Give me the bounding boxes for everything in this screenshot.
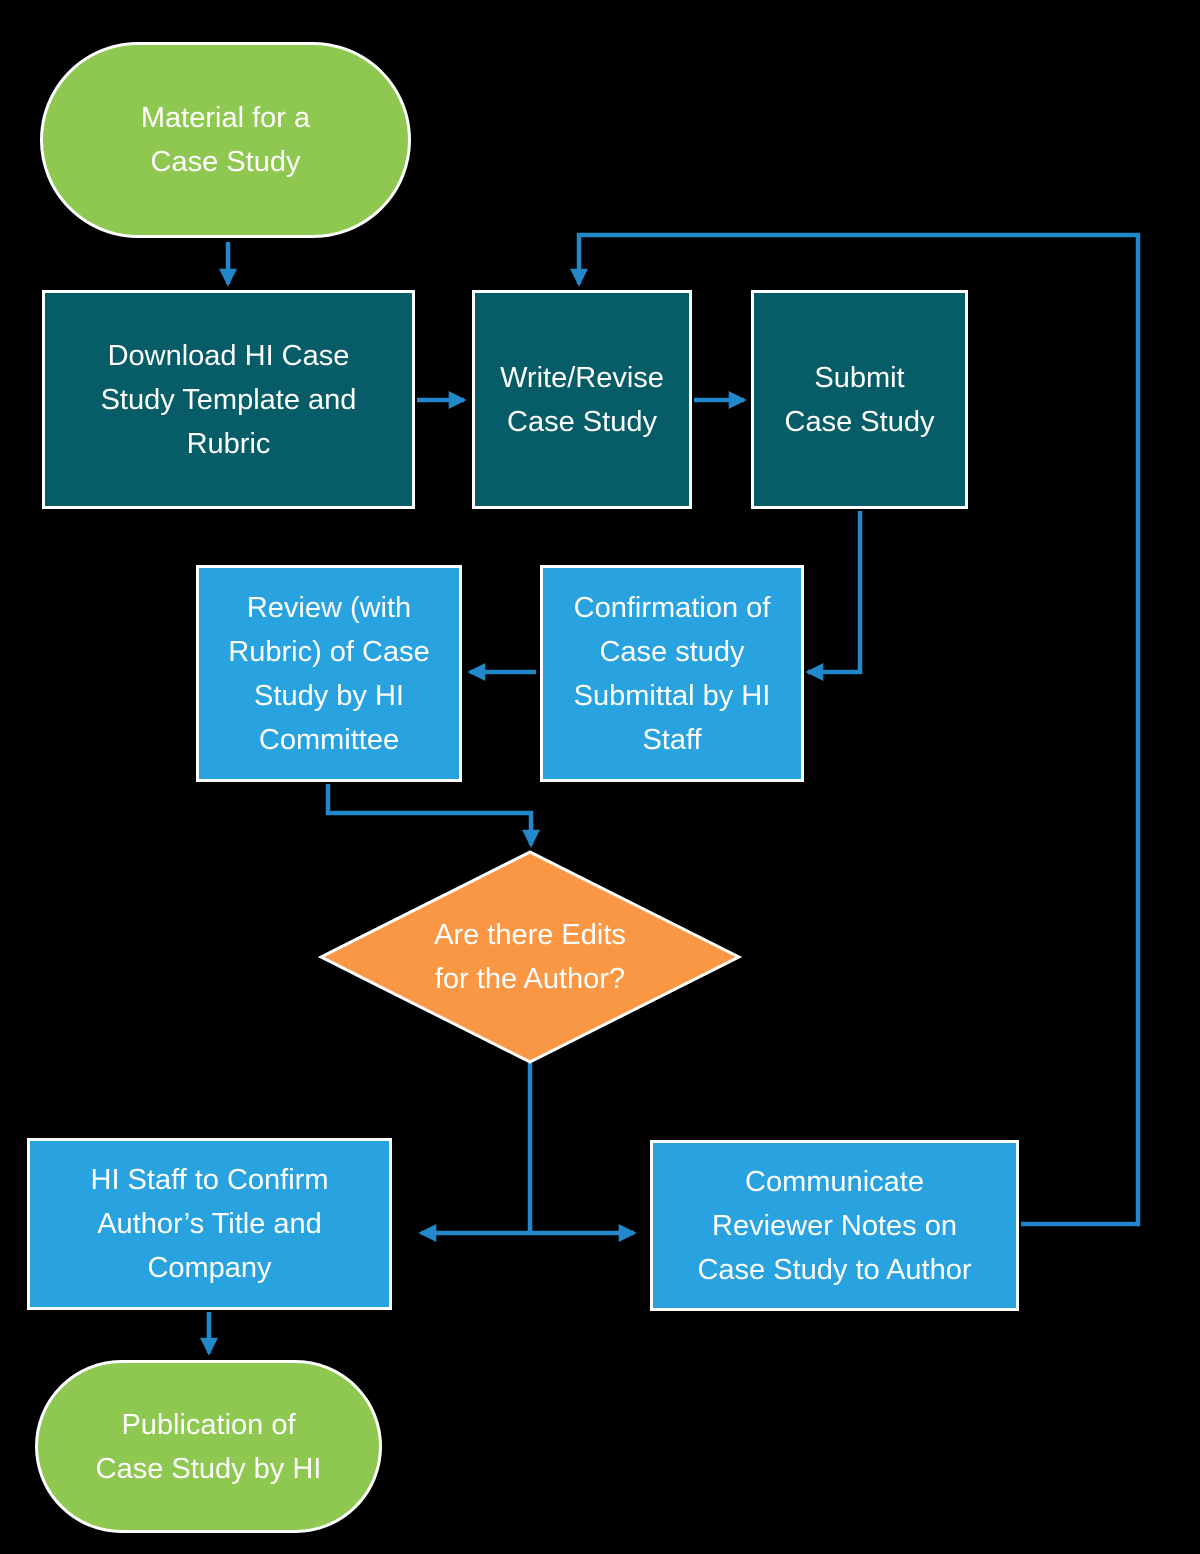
arrow-submit-to-confirmation	[805, 511, 863, 681]
decision-diamond-shape	[318, 850, 742, 1064]
node-write-revise: Write/Revise Case Study	[472, 290, 692, 509]
node-write-revise-label: Write/Revise Case Study	[500, 361, 664, 438]
node-publication: Publication of Case Study by HI	[35, 1360, 382, 1533]
node-communicate-notes: Communicate Reviewer Notes on Case Study…	[650, 1140, 1019, 1311]
node-download-template: Download HI Case Study Template and Rubr…	[42, 290, 415, 509]
node-confirm-author-title: HI Staff to Confirm Author’s Title and C…	[27, 1138, 392, 1310]
node-confirm-author-title-label: HI Staff to Confirm Author’s Title and C…	[90, 1164, 329, 1284]
node-submit: Submit Case Study	[751, 290, 968, 509]
node-material-label: Material for a Case Study	[140, 102, 311, 178]
node-review-committee: Review (with Rubric) of Case Study by HI…	[196, 565, 462, 782]
node-communicate-notes-label: Communicate Reviewer Notes on Case Study…	[697, 1165, 972, 1286]
node-decision-edits-label: Are there Edits for the Author?	[434, 919, 626, 995]
node-confirmation-staff: Confirmation of Case study Submittal by …	[540, 565, 804, 782]
node-download-template-label: Download HI Case Study Template and Rubr…	[100, 339, 357, 460]
arrow-communicate-loop-to-write	[570, 232, 1141, 1227]
arrow-review-to-decision	[325, 784, 540, 848]
node-review-committee-label: Review (with Rubric) of Case Study by HI…	[228, 591, 430, 756]
node-decision-edits: Are there Edits for the Author?	[318, 849, 742, 1065]
node-publication-label: Publication of Case Study by HI	[95, 1408, 322, 1485]
node-confirmation-staff-label: Confirmation of Case study Submittal by …	[573, 591, 771, 756]
node-material: Material for a Case Study	[40, 42, 411, 238]
node-submit-label: Submit Case Study	[784, 361, 935, 438]
